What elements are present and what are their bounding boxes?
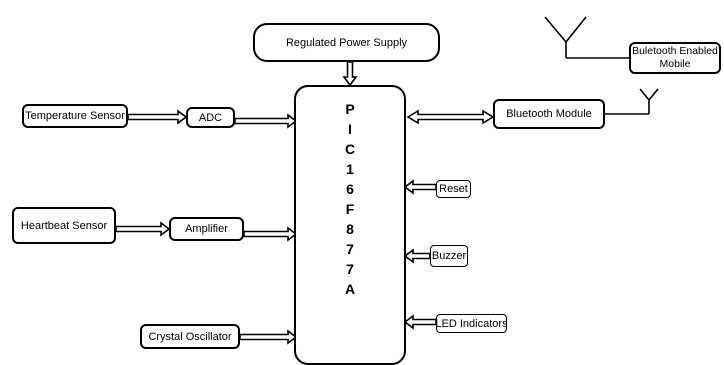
amplifier-label: Amplifier [185, 223, 228, 235]
temperature-to-adc-arrow [127, 109, 188, 125]
led-indicators-block: LED Indicators [435, 314, 508, 333]
microcontroller-letter: F [345, 201, 355, 217]
power-supply-label: Regulated Power Supply [285, 36, 408, 49]
mobile-antenna-right [565, 16, 587, 43]
microcontroller-letter: 8 [346, 221, 354, 237]
bluetooth-module-label: Bluetooth Module [506, 108, 592, 120]
microcontroller-letter: C [344, 141, 356, 157]
microcontroller-letter: I [348, 121, 352, 137]
heartbeat-sensor-label: Heartbeat Sensor [20, 219, 108, 232]
power-arrow [342, 61, 358, 87]
microcontroller-letter: 6 [346, 181, 354, 197]
reset-block: Reset [436, 180, 471, 198]
crystal-oscillator-block: Crystal Oscillator [140, 324, 240, 349]
bluetooth-module-block: Bluetooth Module [493, 99, 605, 129]
microcontroller-letter: 7 [346, 241, 354, 257]
adc-block: ADC [186, 107, 235, 128]
amplifier-block: Amplifier [169, 217, 244, 241]
buzzer-label: Buzzer [431, 250, 467, 262]
heartbeat-to-amplifier-arrow [115, 221, 171, 237]
led-arrow [403, 314, 437, 330]
bluetooth-antenna-left [639, 88, 650, 101]
microcontroller-letter: P [345, 101, 355, 117]
microcontroller-letter: 7 [346, 261, 354, 277]
microcontroller-letter: 1 [346, 161, 354, 177]
mcu-bluetooth-arrow [406, 109, 495, 125]
adc-label: ADC [198, 111, 223, 124]
heartbeat-sensor-block: Heartbeat Sensor [12, 207, 116, 244]
crystal-oscillator-label: Crystal Oscillator [148, 330, 232, 343]
buzzer-block: Buzzer [430, 245, 468, 267]
temperature-sensor-label: Temperature Sensor [25, 110, 125, 122]
bluetooth-antenna-right [648, 88, 659, 101]
mobile-block: Buletooth Enabled Mobile [629, 42, 721, 74]
led-indicators-label: LED Indicators [435, 317, 508, 330]
reset-arrow [403, 179, 437, 195]
adc-to-mcu-arrow [234, 113, 298, 129]
oscillator-to-mcu-arrow [239, 329, 298, 345]
mobile-antenna-left [544, 16, 567, 43]
amplifier-to-mcu-arrow [243, 226, 298, 242]
temperature-sensor-block: Temperature Sensor [22, 104, 128, 128]
buzzer-arrow [403, 248, 431, 264]
reset-label: Reset [439, 183, 468, 195]
power-supply-block: Regulated Power Supply [253, 23, 440, 62]
microcontroller-letter: A [344, 281, 356, 297]
mobile-label: Buletooth Enabled Mobile [632, 45, 718, 70]
